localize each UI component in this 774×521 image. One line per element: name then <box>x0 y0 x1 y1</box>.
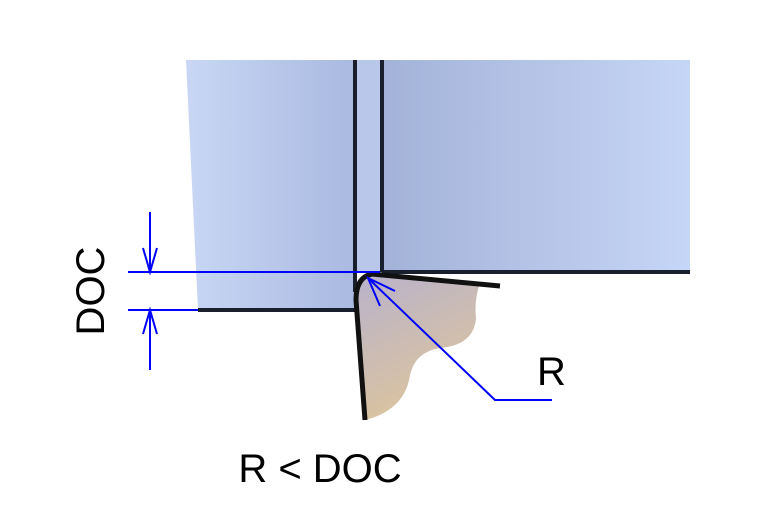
radius-leader-line <box>367 277 552 401</box>
cutting-tool <box>353 271 501 421</box>
doc-arrow-up-icon <box>142 306 158 335</box>
relation-label: R < DOC <box>238 447 401 491</box>
doc-label: DOC <box>69 247 113 336</box>
workpiece <box>186 60 690 312</box>
workpiece-right-block <box>382 60 690 272</box>
tool-insert <box>356 273 480 420</box>
doc-arrow-down-icon <box>142 247 158 276</box>
workpiece-groove <box>355 60 382 272</box>
radius-label: R <box>537 350 566 394</box>
tool-cutting-edge <box>353 271 501 421</box>
workpiece-left-block <box>186 60 355 310</box>
doc-dimension <box>128 212 380 370</box>
radius-arrow-icon <box>366 275 396 307</box>
radius-leader <box>366 275 552 401</box>
